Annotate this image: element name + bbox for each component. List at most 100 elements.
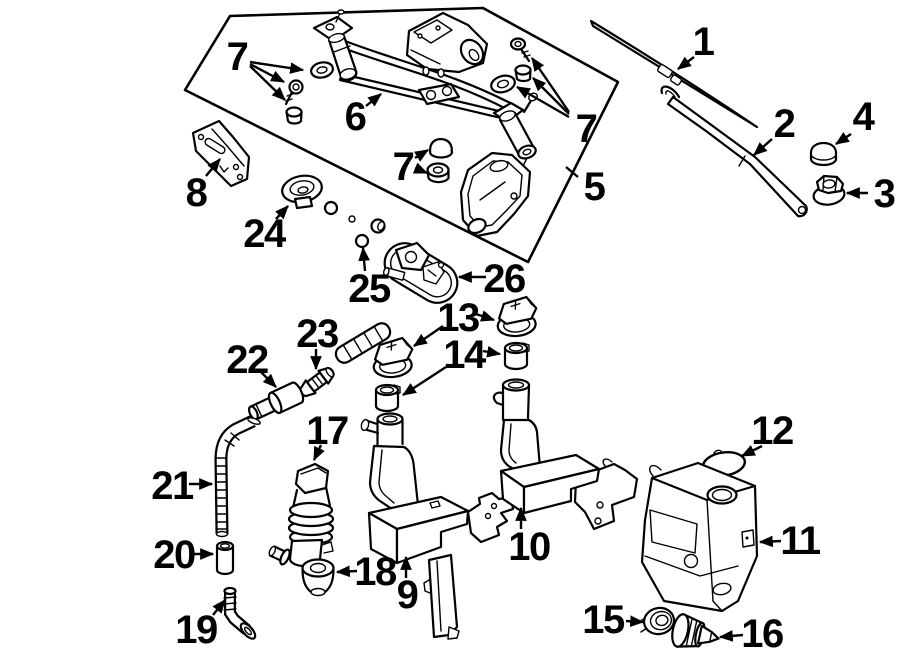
callout-7a-mounting-hardware[interactable]: 7 <box>227 35 305 101</box>
callout-label-6: 6 <box>345 95 366 139</box>
callout-arrow-7b <box>531 57 570 113</box>
callout-7b-mounting-hardware[interactable]: 7 <box>515 57 598 151</box>
callout-23-hose-connector[interactable]: 23 <box>296 312 339 371</box>
part-7-hardware-left <box>284 61 334 125</box>
callout-arrow-18 <box>335 565 358 578</box>
callout-25-link-arm[interactable]: 25 <box>348 246 392 311</box>
callout-arrow-12 <box>740 444 763 458</box>
callout-5-linkage-frame[interactable]: 5 <box>565 165 607 209</box>
callout-arrow-4 <box>835 132 852 145</box>
callout-1-wiper-blade[interactable]: 1 <box>677 20 716 70</box>
callout-label-9: 9 <box>397 573 418 617</box>
callout-16-fluid-level-sensor[interactable]: 16 <box>718 612 784 656</box>
part-9-washer-reservoir <box>360 412 515 640</box>
callout-9-washer-reservoir[interactable]: 9 <box>397 555 419 617</box>
callout-19-elbow-nozzle[interactable]: 19 <box>175 599 226 652</box>
callout-label-11: 11 <box>780 519 821 563</box>
part-23-hose-segment <box>334 322 392 364</box>
callout-arrow-7b <box>532 77 570 115</box>
callout-arrow-11 <box>758 535 782 548</box>
part-6-linkage-assembly <box>312 9 538 238</box>
callout-label-1: 1 <box>693 20 715 64</box>
part-7-hardware-center <box>426 137 454 184</box>
part-3-wiper-arm-nut <box>812 174 846 206</box>
callout-label-25: 25 <box>348 267 391 311</box>
callout-label-3: 3 <box>874 172 895 216</box>
callout-arrow-8 <box>205 158 221 177</box>
part-18-pump-grommet <box>301 558 335 597</box>
callout-arrow-25 <box>358 246 370 272</box>
callout-label-26: 26 <box>483 257 525 301</box>
callout-arrow-24 <box>275 205 289 220</box>
callout-label-19: 19 <box>175 608 217 652</box>
callout-arrow-14 <box>482 346 502 358</box>
callout-label-7a: 7 <box>227 35 248 79</box>
callout-arrow-16 <box>718 630 744 642</box>
part-21-washer-hose <box>214 415 261 538</box>
part-25-link-arm <box>323 200 386 249</box>
callout-arrow-7a <box>249 60 305 74</box>
callout-label-10: 10 <box>508 525 550 569</box>
callout-2-wiper-arm[interactable]: 2 <box>753 102 796 156</box>
part-17-washer-pump <box>268 462 335 568</box>
part-20-hose-sleeve <box>215 540 235 576</box>
callout-label-12: 12 <box>751 409 793 453</box>
callout-24-pivot-grommet[interactable]: 24 <box>243 205 289 256</box>
callout-arrow-7c <box>412 162 429 175</box>
part-11-washer-reservoir-tank <box>640 461 759 613</box>
callout-label-17: 17 <box>306 409 348 453</box>
callout-7c-mounting-hardware[interactable]: 7 <box>393 145 429 189</box>
callout-label-16: 16 <box>741 612 783 656</box>
callout-label-15: 15 <box>582 598 625 642</box>
callout-arrow-6 <box>365 93 382 107</box>
callout-label-13: 13 <box>437 296 479 340</box>
callout-3-wiper-arm-nut[interactable]: 3 <box>845 172 896 216</box>
part-19-elbow-nozzle <box>223 586 257 640</box>
part-1-wiper-blade <box>589 19 759 129</box>
callout-label-4: 4 <box>853 95 876 139</box>
part-10-washer-reservoir <box>492 378 639 531</box>
callout-arrow-13 <box>413 325 444 347</box>
callout-18-pump-grommet[interactable]: 18 <box>335 550 398 594</box>
callout-arrow-22 <box>260 371 277 388</box>
callout-arrow-17 <box>312 444 325 462</box>
callout-13-filler-cap[interactable]: 13 <box>413 296 496 347</box>
callout-label-23: 23 <box>296 312 338 356</box>
callout-11-washer-reservoir-tank[interactable]: 11 <box>758 519 822 563</box>
callout-label-7c: 7 <box>393 145 414 189</box>
callout-4-wiper-arm-cap[interactable]: 4 <box>835 95 877 145</box>
callout-12-seal-ring[interactable]: 12 <box>740 409 794 458</box>
callout-label-20: 20 <box>153 533 195 577</box>
callout-label-8: 8 <box>186 171 208 215</box>
callout-arrow-5 <box>565 166 579 178</box>
part-16-fluid-level-sensor <box>671 613 720 648</box>
callout-22-hose-connector[interactable]: 22 <box>226 338 277 388</box>
callout-14-cap-adapter[interactable]: 14 <box>402 333 502 397</box>
part-24-pivot-grommet <box>281 174 323 210</box>
callout-21-washer-hose[interactable]: 21 <box>151 464 214 508</box>
callout-26-wiper-motor-assembly[interactable]: 26 <box>457 257 526 301</box>
callout-10-washer-reservoir[interactable]: 10 <box>508 506 551 569</box>
callout-8-mounting-bracket[interactable]: 8 <box>186 158 221 215</box>
callout-17-washer-pump[interactable]: 17 <box>306 409 349 462</box>
part-22-hose-connector <box>247 381 305 421</box>
part-15-grommet <box>638 606 676 636</box>
callout-6-wiper-linkage[interactable]: 6 <box>345 93 382 139</box>
callout-label-22: 22 <box>226 338 268 382</box>
part-2-wiper-arm <box>660 85 808 218</box>
callout-15-grommet[interactable]: 15 <box>582 598 645 642</box>
callout-20-hose-sleeve[interactable]: 20 <box>153 533 215 577</box>
callout-label-7b: 7 <box>576 107 597 151</box>
callout-label-24: 24 <box>243 212 287 256</box>
part-23-hose-connector <box>299 366 335 398</box>
callout-label-2: 2 <box>774 102 795 146</box>
part-8-mounting-bracket <box>191 119 251 188</box>
callout-arrow-15 <box>625 615 645 628</box>
callout-label-14: 14 <box>443 333 487 377</box>
callout-label-21: 21 <box>151 464 194 508</box>
callout-arrow-19 <box>212 599 226 616</box>
callout-arrow-13 <box>475 310 496 322</box>
